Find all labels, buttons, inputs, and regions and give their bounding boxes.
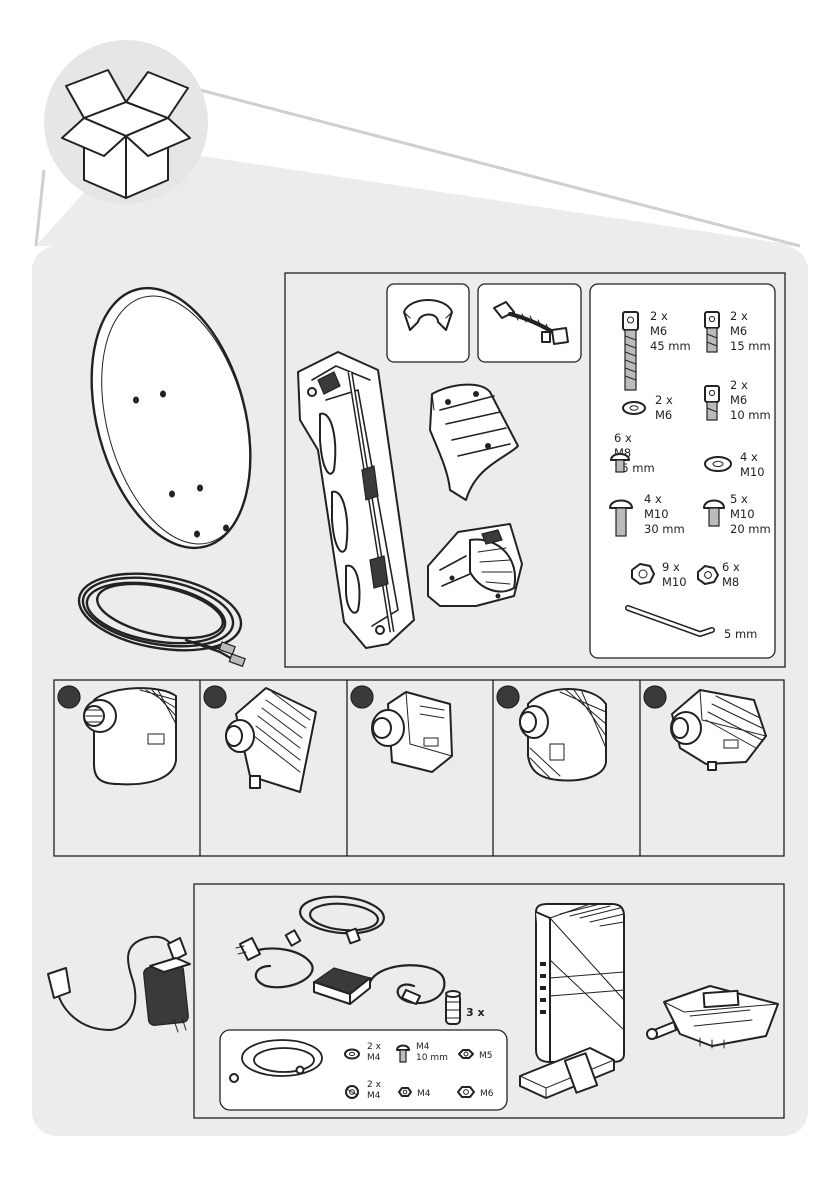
hex-key-length: 5 mm: [724, 627, 757, 641]
lock-washer-m4-icon: [346, 1086, 358, 1098]
screw-m6-15-size: M6: [730, 324, 747, 338]
screw-m6-45-icon: [623, 312, 638, 390]
wall-plug-qty: 3 x: [466, 1006, 485, 1019]
screw-m6-10-length: 10 mm: [730, 408, 771, 422]
washer-m6-qty: 2 x: [655, 393, 673, 407]
screw-m6-15-icon: [705, 312, 719, 352]
nut-m10-icon: [632, 564, 654, 584]
washer-m6-size: M6: [655, 408, 672, 422]
screw-m6-45-qty: 2 x: [650, 309, 668, 323]
washer-m4-icon: [345, 1050, 359, 1059]
modem-small-parts-box: 2 x M4 M4 10 mm M5 2 x M4 M4 M6: [220, 1030, 507, 1110]
screw-m6-15-qty: 2 x: [730, 309, 748, 323]
bolt-m10-20-length: 20 mm: [730, 522, 771, 536]
wall-plug-anchor: [446, 991, 460, 1024]
nut-m6-size: M6: [480, 1089, 494, 1099]
washer-m4-size: M4: [367, 1053, 381, 1063]
lnb-badge-4: [497, 686, 519, 708]
hardware-fasteners-box: 2 x M6 45 mm 2 x M6 15 mm 2 x M6 2 x M6 …: [590, 284, 775, 658]
screw-m4-size: M4: [416, 1042, 430, 1052]
nut-m6-icon: [458, 1087, 474, 1097]
nut-m8-icon: [698, 566, 718, 584]
nut-m8-qty: 6 x: [722, 560, 740, 574]
nut-m5-size: M5: [479, 1051, 493, 1061]
washer-m6-icon: [623, 402, 645, 414]
washer-m4-qty: 2 x: [367, 1042, 382, 1052]
screw-m4-length: 10 mm: [416, 1053, 448, 1063]
bolt-m10-20-qty: 5 x: [730, 492, 748, 506]
bolt-m10-30-length: 30 mm: [644, 522, 685, 536]
bolt-m8-15-qty: 6 x: [614, 431, 632, 445]
open-box-icon: [44, 40, 208, 204]
screw-m6-45-length: 45 mm: [650, 339, 691, 353]
bolt-m10-30-qty: 4 x: [644, 492, 662, 506]
screw-m6-45-size: M6: [650, 324, 667, 338]
washer-m10-icon: [705, 457, 731, 471]
bolt-m10-30-size: M10: [644, 507, 669, 521]
lock-washer-m4-qty: 2 x: [367, 1080, 382, 1090]
cable-clip-box: [387, 284, 469, 362]
screw-m6-15-length: 15 mm: [730, 339, 771, 353]
screw-m6-10-size: M6: [730, 393, 747, 407]
nut-m10-size: M10: [662, 575, 687, 589]
lock-washer-m4-size: M4: [367, 1091, 381, 1101]
screw-m6-10-qty: 2 x: [730, 378, 748, 392]
nut-m4-icon: [399, 1088, 411, 1096]
lnb-badge-2: [204, 686, 226, 708]
grounding-cable-box: [478, 284, 581, 362]
nut-m10-qty: 9 x: [662, 560, 680, 574]
nut-m8-size: M8: [722, 575, 739, 589]
washer-m10-qty: 4 x: [740, 450, 758, 464]
screw-m6-10-icon: [705, 386, 719, 420]
lnb-badge-5: [644, 686, 666, 708]
nut-m4-size: M4: [417, 1089, 431, 1099]
bolt-m10-20-size: M10: [730, 507, 755, 521]
lnb-badge-3: [351, 686, 373, 708]
nut-m5-icon: [459, 1050, 473, 1058]
washer-m10-size: M10: [740, 465, 765, 479]
satellite-modem: [520, 904, 624, 1098]
lnb-badge-1: [58, 686, 80, 708]
